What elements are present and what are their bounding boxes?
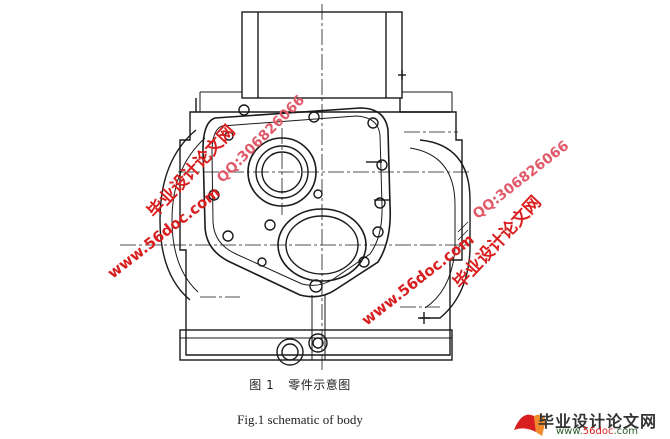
figure-caption-cn: 图 1 零件示意图 bbox=[0, 376, 600, 393]
corner-logo-url: www.56doc.com bbox=[556, 426, 639, 437]
figure-caption-en: Fig.1 schematic of body bbox=[237, 412, 363, 427]
cover-outline bbox=[202, 107, 392, 298]
figure-label-cn: 图 1 bbox=[249, 378, 275, 392]
figure-title-cn: 零件示意图 bbox=[288, 378, 351, 392]
left-housing bbox=[159, 129, 197, 301]
lower-boss-right bbox=[308, 333, 328, 353]
corner-logo-name: 毕业设计论文网 bbox=[538, 412, 658, 431]
bottom-base bbox=[179, 329, 453, 361]
corner-logo-mark bbox=[514, 414, 546, 436]
lower-boss-left bbox=[276, 338, 304, 366]
upper-shoulder bbox=[179, 98, 463, 356]
right-housing bbox=[419, 139, 471, 319]
